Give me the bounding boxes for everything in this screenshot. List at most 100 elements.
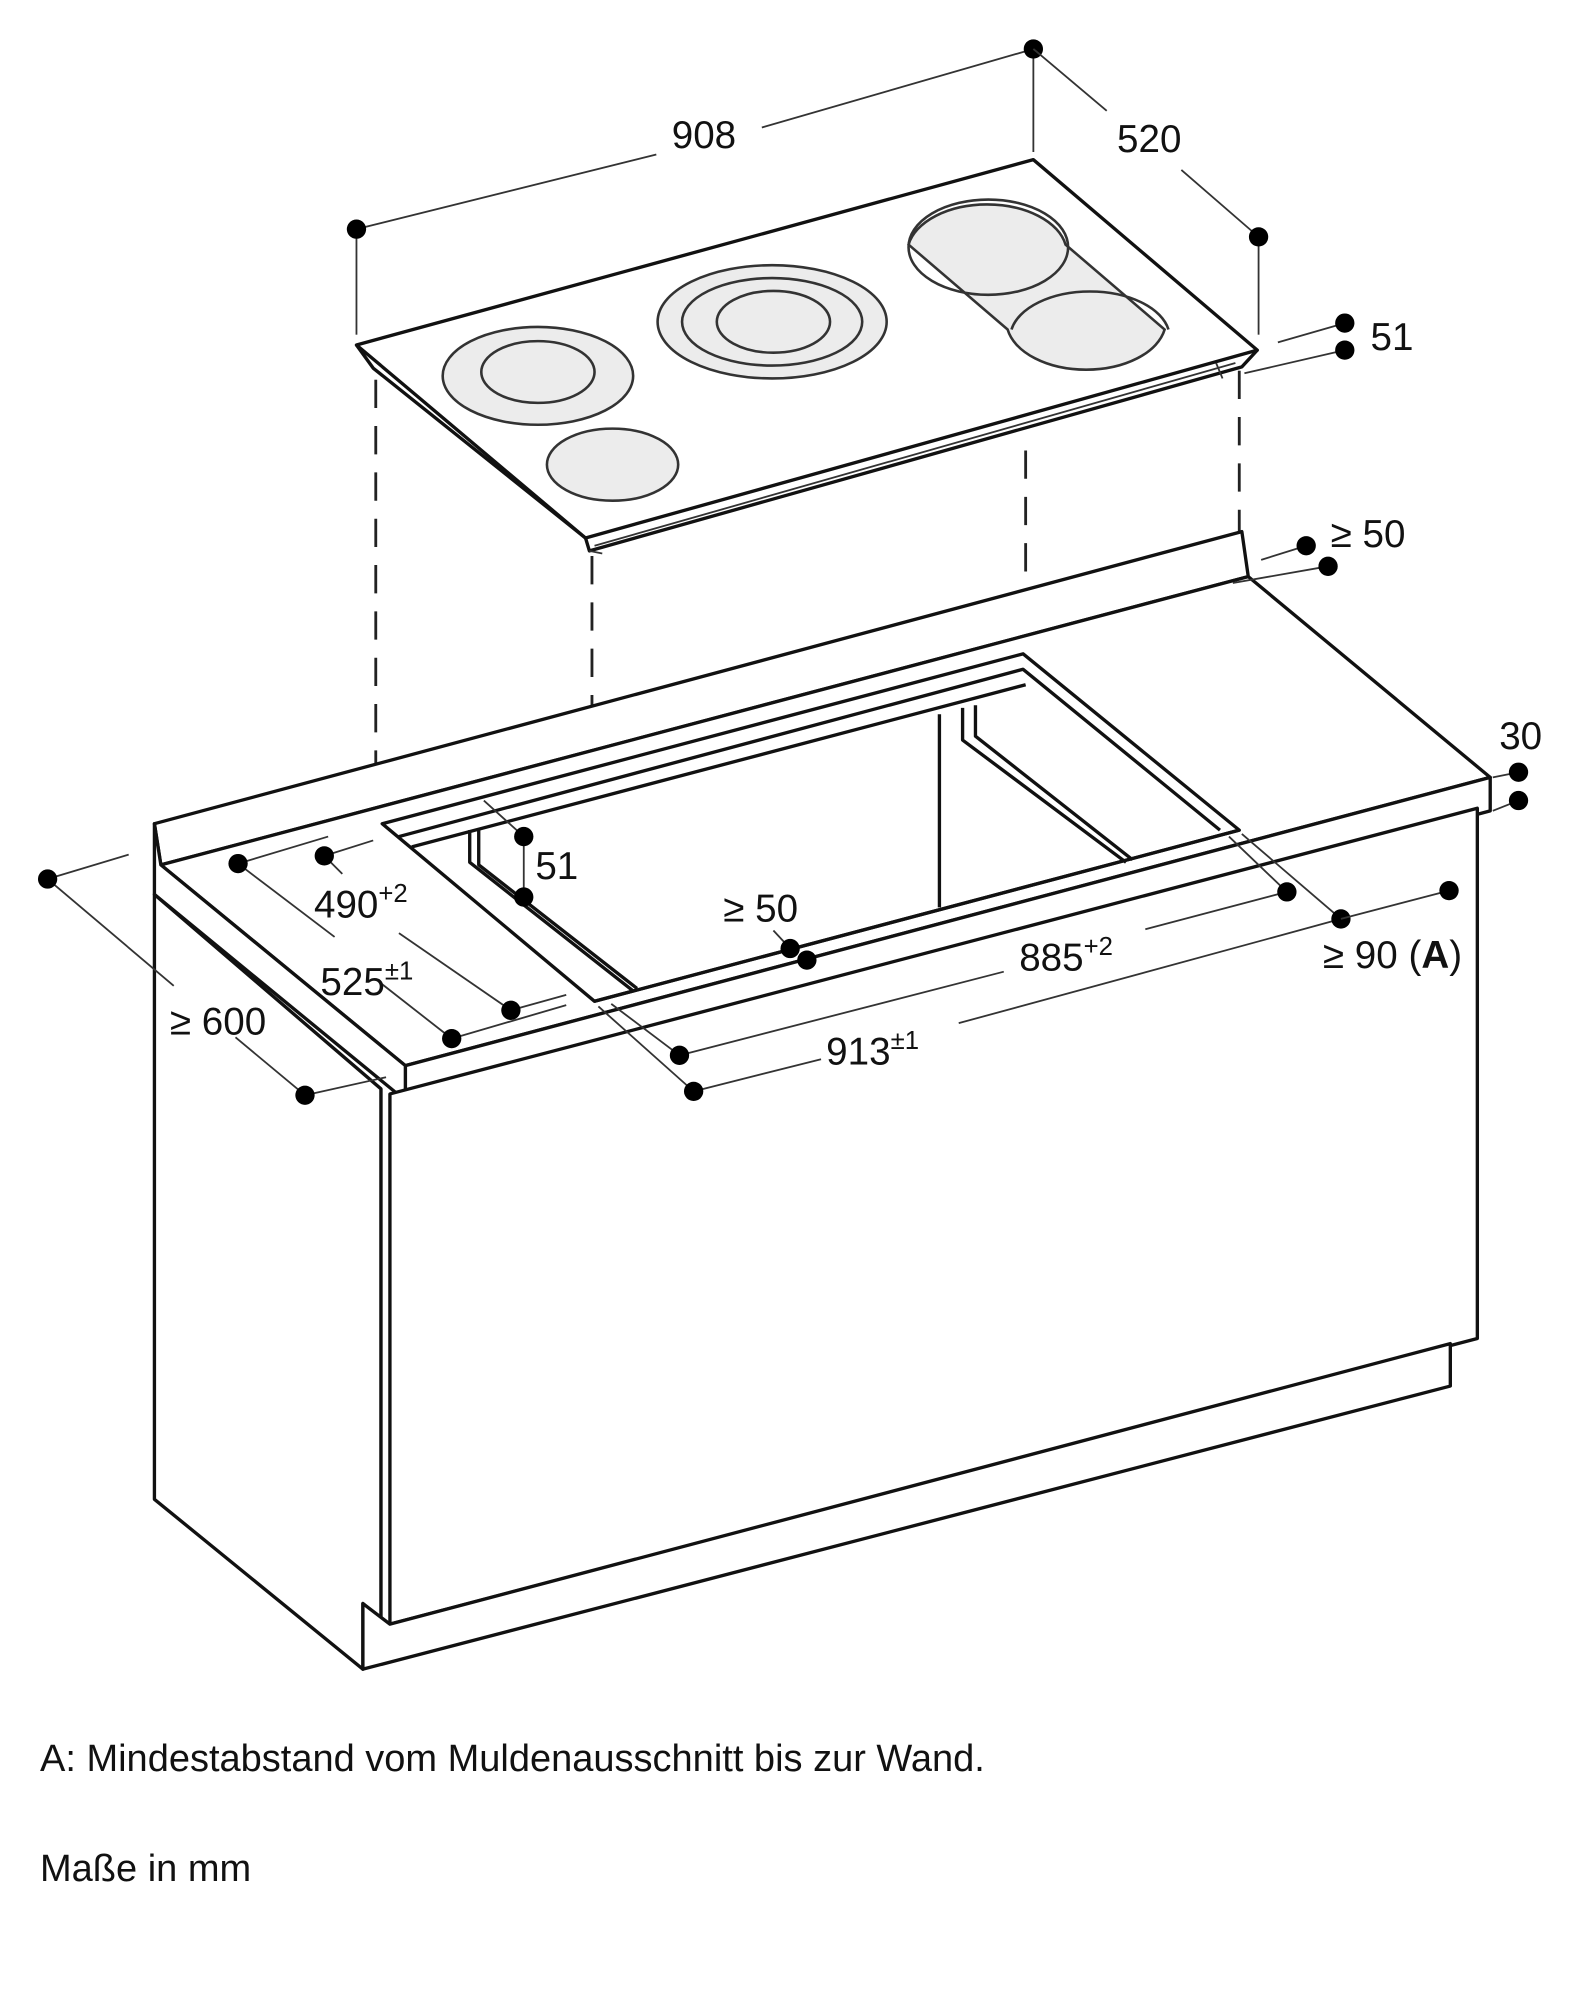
- label-cutout-depth-outer: 525±1: [320, 957, 413, 1003]
- dim-line-51-top: [1277, 322, 1346, 344]
- dimension-lines: [37, 39, 1529, 1105]
- burner-bridge-zone: [907, 203, 1167, 371]
- ext-line-525-bottom: [451, 1004, 567, 1040]
- dim-dot: [314, 846, 334, 866]
- ext-line-913-right: [1241, 833, 1342, 920]
- dim-dot: [228, 853, 248, 874]
- hob-frame-corner: [589, 549, 603, 555]
- dim-line-51-bottom: [1244, 349, 1345, 375]
- cutout-inner-lip: [398, 667, 1222, 839]
- support-frame-right: [960, 707, 1128, 864]
- ext-line-525-top: [237, 835, 329, 865]
- dim-dot: [1318, 556, 1338, 576]
- label-cutout-width-outer-value: 913: [826, 1030, 890, 1073]
- dim-line-490-bottom: [398, 932, 512, 1012]
- burner-left-outer: [441, 325, 635, 427]
- burner-front-small: [545, 427, 680, 502]
- dim-line-913-left: [693, 1058, 822, 1093]
- label-cutout-depth-outer-tolerance: ±1: [385, 957, 413, 985]
- ext-line-913-left: [597, 1005, 695, 1093]
- dim-dot: [1331, 909, 1351, 929]
- hob-left-edge: [355, 343, 587, 540]
- label-inner-height: 51: [535, 845, 578, 888]
- dim-dot: [37, 869, 58, 889]
- label-cutout-depth-value: 490: [314, 884, 378, 927]
- dim-line-525-bottom: [380, 982, 453, 1040]
- burner-bridge-bottom: [1010, 290, 1170, 330]
- support-frame-right-inner: [973, 705, 1134, 862]
- support-frame-left-inner: [477, 830, 639, 990]
- label-hob-width: 908: [672, 114, 736, 157]
- cabinet: [152, 529, 1492, 1671]
- label-cutout-width-tolerance: +2: [1084, 933, 1113, 961]
- dim-dot: [1277, 882, 1297, 902]
- cabinet-front-panel: [388, 806, 1480, 1626]
- label-cutout-width-outer: 913±1: [826, 1027, 919, 1073]
- label-cutout-depth: 490+2: [314, 880, 408, 926]
- dim-dot: [295, 1085, 315, 1105]
- dim-dot: [514, 826, 534, 847]
- dim-dot: [346, 219, 367, 239]
- label-cutout-depth-outer-value: 525: [320, 961, 384, 1004]
- label-cutout-width-value: 885: [1019, 936, 1083, 979]
- caption-units: Maße in mm: [40, 1848, 252, 1890]
- dim-line-913-right: [958, 918, 1342, 1025]
- dim-line-908-left: [356, 153, 657, 231]
- dim-dot: [1335, 340, 1355, 360]
- burner-bridge-top: [907, 198, 1070, 297]
- ext-line-885-right: [1228, 835, 1288, 893]
- support-frame-left: [468, 830, 635, 993]
- label-side-clearance-note: A: [1421, 934, 1449, 977]
- hob-front-edge: [583, 348, 1259, 553]
- ext-line-885-left: [610, 1003, 681, 1057]
- dim-dot: [1248, 227, 1269, 247]
- dimension-labels: 908 520 51 ≥ 50 30 490+2 525±1 51 ≥ 50 8…: [170, 114, 1542, 1073]
- hob-frame-corner: [1215, 362, 1224, 379]
- dim-dot: [1335, 313, 1355, 333]
- label-side-clearance-value: ≥ 90: [1323, 934, 1398, 977]
- label-hob-height: 51: [1371, 316, 1414, 359]
- dim-line-885-left: [679, 970, 1004, 1057]
- burner-middle-ring: [680, 276, 864, 367]
- dim-dot: [514, 887, 534, 907]
- dim-dot: [1508, 762, 1529, 782]
- dim-dot: [501, 1000, 521, 1020]
- label-side-clearance: ≥ 90 (A): [1323, 934, 1462, 977]
- hob-frame-lip: [594, 362, 1236, 547]
- burner-middle-inner: [715, 289, 832, 354]
- cutout-inner-lip-2: [411, 683, 1027, 849]
- dim-line-600-top: [47, 878, 175, 987]
- label-countertop-thickness: 30: [1499, 715, 1542, 758]
- burner-left-inner: [480, 339, 596, 405]
- dim-dot: [683, 1081, 704, 1102]
- dim-dot: [797, 950, 817, 970]
- dim-dot: [669, 1045, 690, 1065]
- label-front-clearance: ≥ 50: [723, 887, 798, 930]
- label-cutout-width-outer-tolerance: ±1: [891, 1027, 919, 1055]
- dim-dot: [1508, 790, 1529, 811]
- label-worktop-depth: ≥ 600: [170, 1001, 266, 1044]
- caption-note: A: Mindestabstand vom Muldenausschnitt b…: [40, 1738, 985, 1780]
- dim-line-520-bottom: [1180, 169, 1260, 238]
- cutout-front-edge: [594, 828, 1240, 1003]
- dim-dot: [442, 1028, 462, 1049]
- dim-line-885-right: [1145, 891, 1288, 931]
- label-wall-clearance-back: ≥ 50: [1331, 513, 1406, 556]
- dim-dot: [780, 938, 800, 959]
- burner-middle-outer: [656, 263, 888, 380]
- dim-line-50-wall-bottom: [1232, 565, 1329, 584]
- cabinet-plinth: [361, 1341, 1452, 1671]
- dim-line-908-right: [761, 48, 1034, 129]
- worktop-left-edge: [152, 822, 408, 1103]
- ext-line-600-bottom: [304, 1076, 387, 1097]
- dim-line-90: [1340, 889, 1450, 920]
- dim-dot: [1439, 880, 1459, 901]
- hob: [354, 157, 1259, 555]
- dim-line-600-bottom: [234, 1036, 306, 1096]
- dim-dot: [1296, 536, 1316, 556]
- ext-line-600-top: [47, 853, 129, 880]
- dim-line-520-top: [1032, 48, 1108, 112]
- label-cutout-depth-tolerance: +2: [378, 880, 407, 908]
- label-cutout-width: 885+2: [1019, 933, 1113, 979]
